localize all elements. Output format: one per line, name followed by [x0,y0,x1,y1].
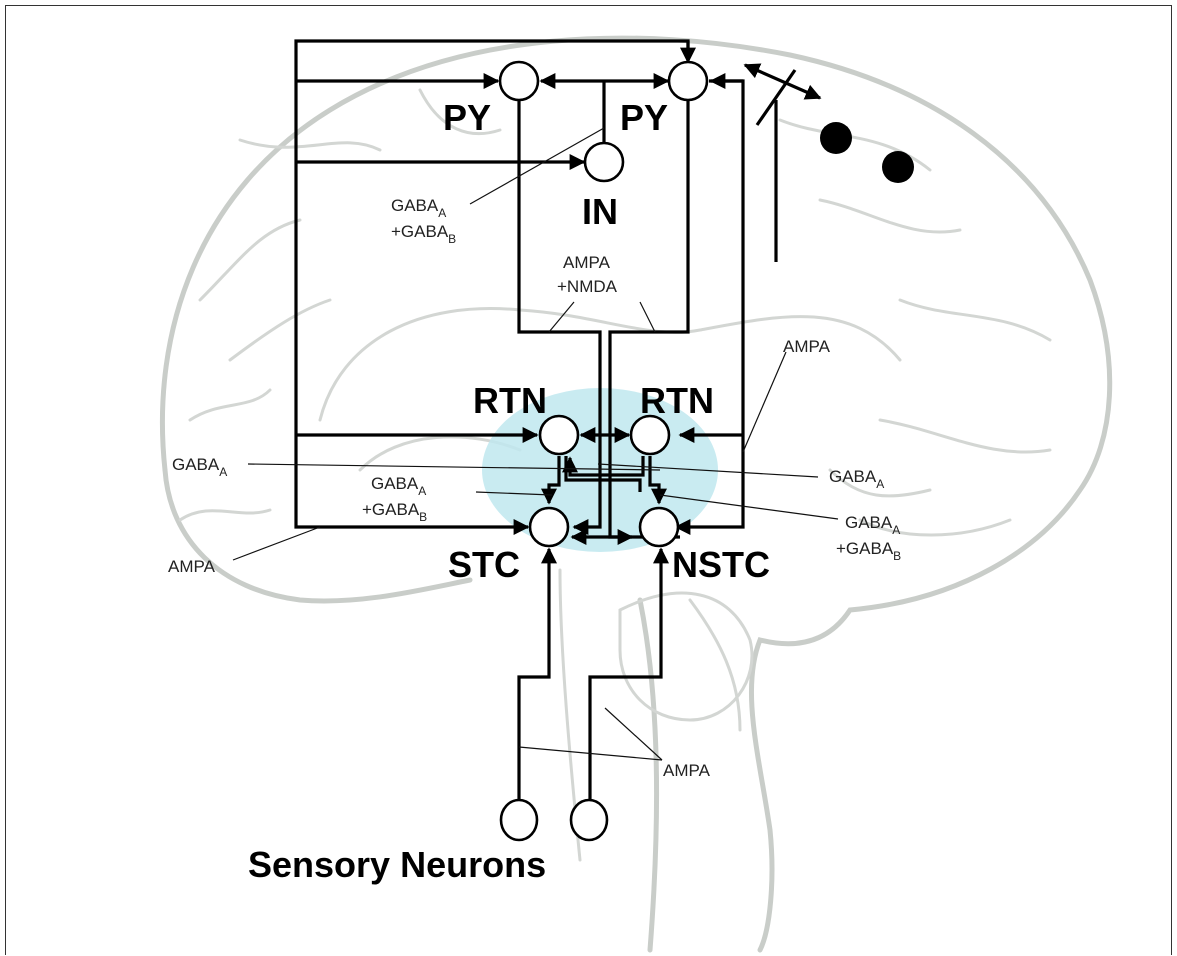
syn-gaba-in: GABAA+GABAB [391,196,456,246]
label-sensory-neurons: Sensory Neurons [248,844,546,885]
neuron-rtn-left [540,416,578,454]
label-in: IN [582,191,618,232]
neuron-rtn-right [631,416,669,454]
neuron-stc [530,508,568,546]
label-py-left: PY [443,97,491,138]
label-rtn-left: RTN [473,380,547,421]
label-py-right: PY [620,97,668,138]
label-nstc: NSTC [672,544,770,585]
label-stc: STC [448,544,520,585]
syn-ampa-right: AMPA [783,337,831,356]
neuron-py-right [669,62,707,100]
syn-ampa-bottom: AMPA [663,761,711,780]
sensory-neuron-1 [501,800,537,840]
syn-ampa-nmda: AMPA+NMDA [557,253,618,296]
syn-gaba-a-right: GABAA [829,467,884,491]
neuron-in [585,143,623,181]
label-rtn-right: RTN [640,380,714,421]
syn-ampa-left: AMPA [168,557,216,576]
syn-gaba-center: GABAA+GABAB [362,474,427,524]
neuron-nstc [640,508,678,546]
ellipsis-dot-1 [820,122,852,154]
syn-gaba-right2: GABAA+GABAB [836,513,901,563]
syn-gaba-a-left: GABAA [172,455,227,479]
ellipsis-dot-2 [882,151,914,183]
sensory-neuron-2 [571,800,607,840]
neuron-py-left [500,62,538,100]
